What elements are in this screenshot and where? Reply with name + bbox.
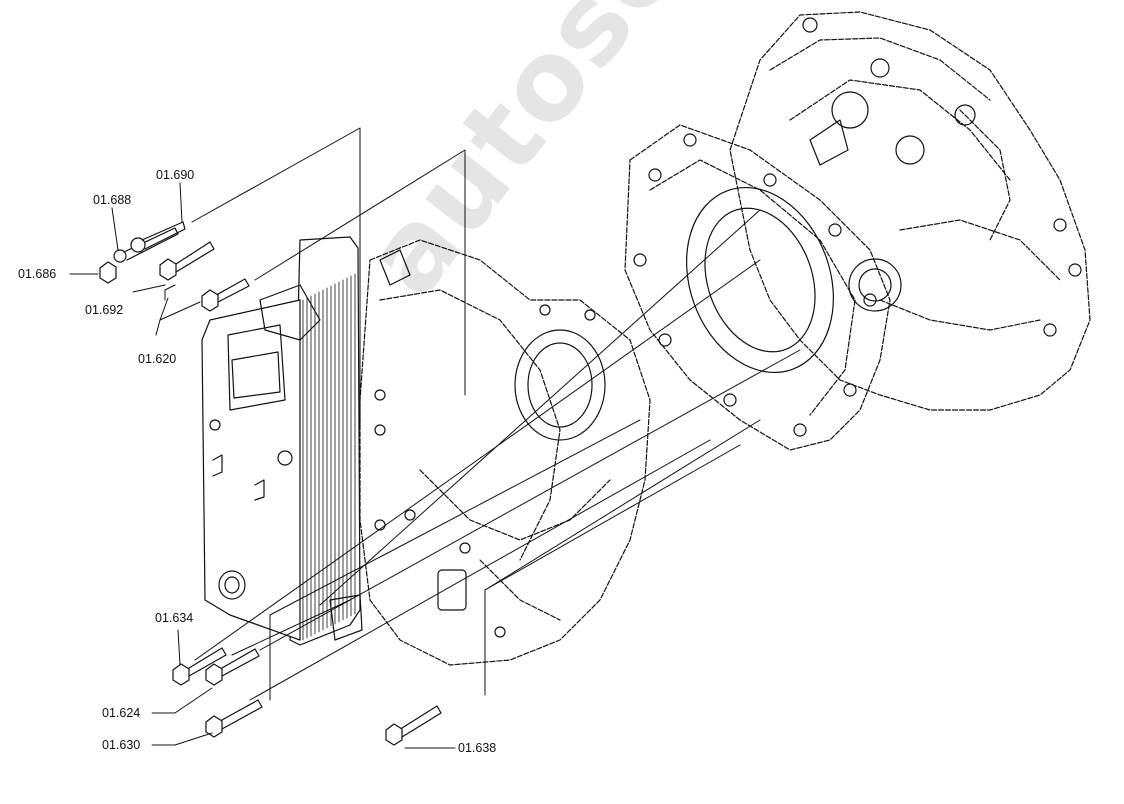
bolt-01-686 — [99, 261, 117, 284]
bolt-01-620 — [201, 278, 250, 312]
bolt-01-690 — [130, 221, 186, 253]
assembly-lines — [155, 127, 801, 701]
part-label-01-688: 01.688 — [93, 193, 132, 207]
callout-lines — [69, 182, 456, 749]
part-label-01-690: 01.690 — [156, 168, 195, 182]
bolt-01-688 — [113, 227, 179, 263]
heat-exchanger — [201, 236, 363, 646]
front-housing — [359, 239, 651, 666]
bolt-01-638 — [385, 705, 442, 746]
part-label-01-692: 01.692 — [85, 303, 124, 317]
part-label-01-686: 01.686 — [18, 267, 57, 281]
rear-housing-details — [802, 17, 1082, 337]
bell-housing — [624, 124, 891, 451]
part-label-01-624: 01.624 — [102, 706, 141, 720]
bolt-01-630 — [205, 699, 263, 738]
part-label-01-634: 01.634 — [155, 611, 194, 625]
part-label-01-638: 01.638 — [458, 741, 497, 755]
part-label-01-630: 01.630 — [102, 738, 141, 752]
bell-housing-bore — [633, 133, 877, 437]
part-label-01-620: 01.620 — [138, 352, 177, 366]
front-housing-details — [374, 249, 606, 638]
bolt-01-624 — [205, 648, 260, 686]
bolt-01-634 — [172, 647, 227, 686]
bolt-01-692 — [159, 241, 215, 281]
rear-housing — [729, 11, 1091, 411]
